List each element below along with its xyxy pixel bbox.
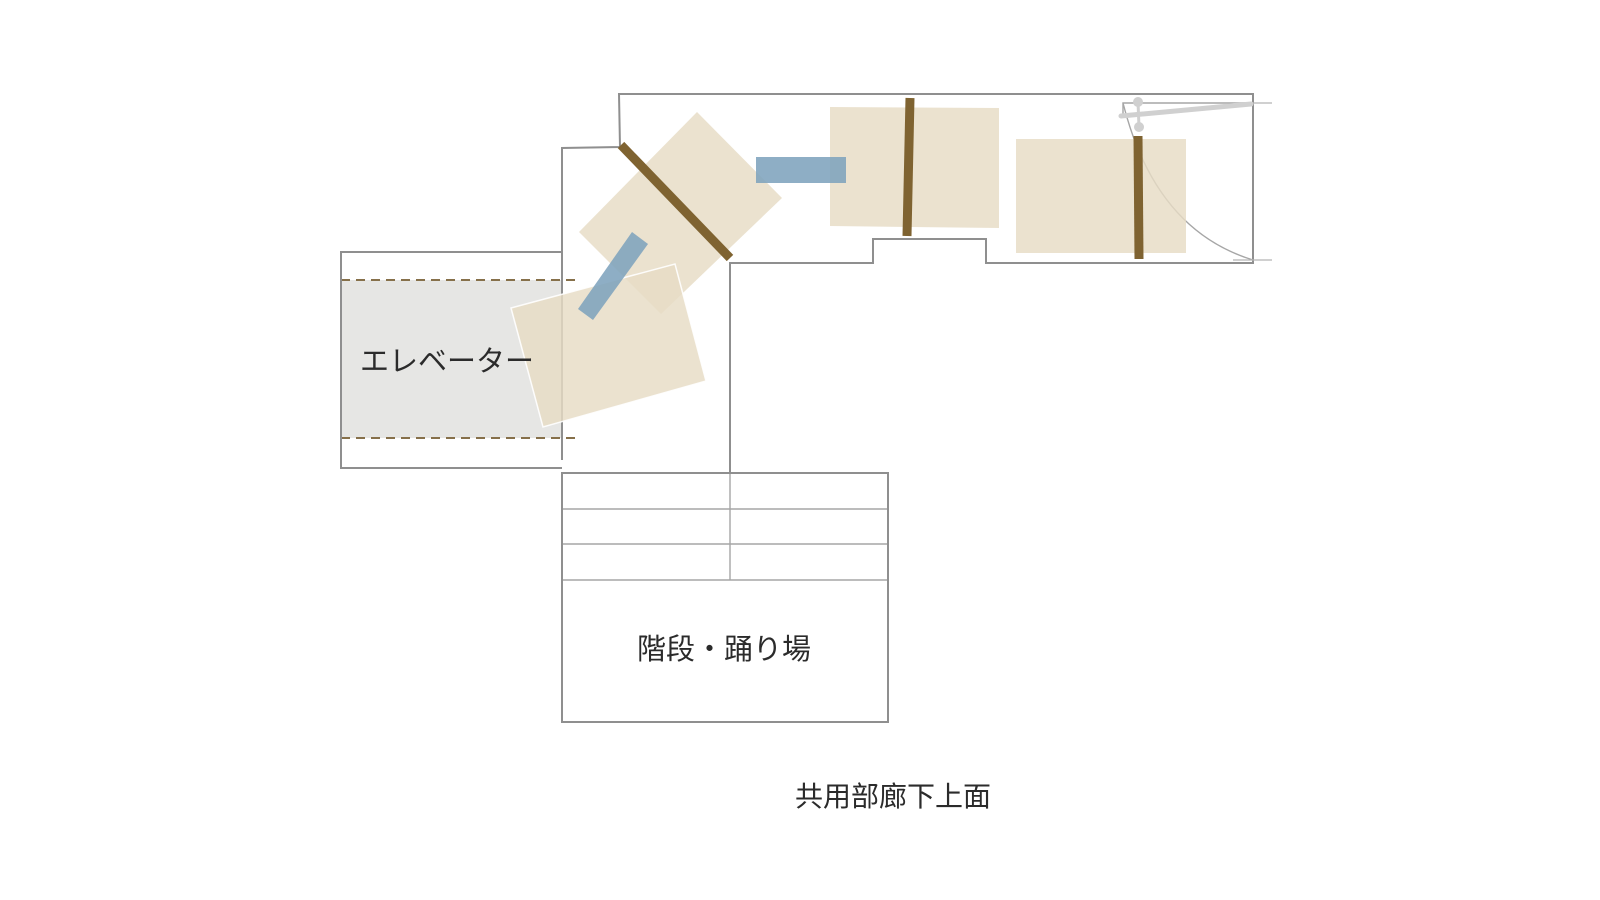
stair-landing-wall [561,472,889,723]
panel-upper-middle [830,107,999,228]
blue-panel-diagonal [578,232,648,320]
diagram-caption: 共用部廊下上面 [795,780,991,813]
door-leaf [1118,101,1254,119]
door-handle-bar [1136,101,1141,128]
corridor-outer-wall [561,93,1254,473]
panel-tilted-lower [511,264,706,427]
beam-upper [902,97,915,237]
blue-panel-top [756,157,846,183]
stairs-label: 階段・踊り場 [637,632,811,666]
walls [340,93,1254,723]
elevator-label: エレベーター [360,344,534,378]
blue-panels [578,157,846,320]
stair-treads [562,472,888,581]
beams [617,97,1144,262]
elevator-enclosure-wall [340,251,562,469]
beam-diagonal [617,141,734,262]
panel-right [1016,139,1186,253]
beam-right [1133,135,1144,260]
door-frame [1122,102,1253,117]
